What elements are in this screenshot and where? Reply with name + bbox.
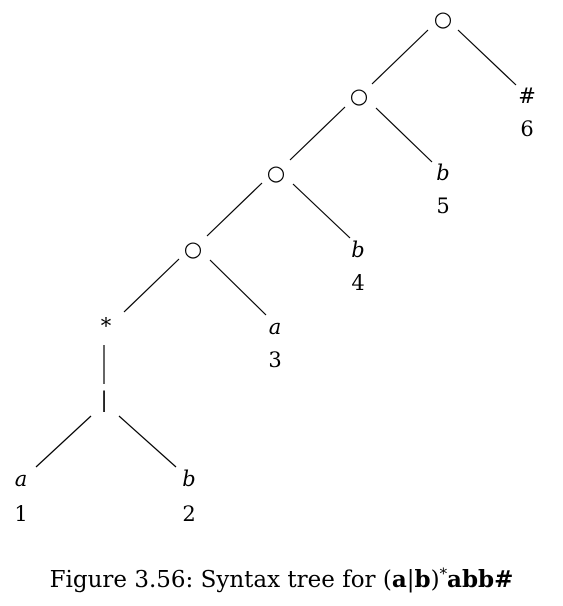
caption-prefix: Figure 3.56: Syntax tree for (49, 567, 383, 593)
caption-bar: | (406, 567, 415, 593)
leaf-symbol-1: a (15, 467, 28, 491)
cat-node-3: ○ (267, 161, 285, 185)
edge-cat4-star (123, 258, 180, 313)
leaf-symbol-4: b (351, 238, 364, 262)
edge-cat3-cat4 (206, 182, 263, 237)
edge-or-a1 (35, 415, 92, 468)
leaf-symbol-6: # (518, 84, 536, 108)
caption-close-paren: ) (430, 567, 440, 593)
caption-symbol-a: a (391, 566, 407, 593)
leaf-position-6: 6 (520, 117, 533, 141)
caption-symbol-b: b (414, 566, 431, 593)
caption-hash: # (494, 566, 514, 593)
star-node: * (101, 314, 112, 338)
cat-node-2: ○ (350, 84, 368, 108)
leaf-symbol-3: a (269, 315, 282, 339)
edge-cat2-cat3 (289, 106, 346, 161)
caption-abb: abb (447, 566, 495, 593)
leaf-position-5: 5 (436, 194, 449, 218)
leaf-position-3: 3 (268, 348, 281, 372)
edge-cat3-b4 (292, 183, 351, 239)
edge-cat1-cat2 (371, 29, 429, 85)
edge-cat2-b5 (375, 107, 433, 163)
cat-node-1: ○ (434, 7, 452, 31)
cat-node-4: ○ (184, 237, 202, 261)
leaf-position-2: 2 (182, 502, 195, 526)
edge-or-b2 (118, 415, 177, 468)
or-node: | (100, 388, 107, 413)
edge-cat4-a3 (209, 259, 267, 316)
edge-cat1-hash (457, 29, 517, 86)
leaf-symbol-2: b (182, 467, 195, 491)
figure-caption: Figure 3.56: Syntax tree for (a|b)*abb# (0, 566, 563, 593)
leaf-position-4: 4 (351, 271, 364, 295)
caption-star: * (439, 564, 448, 583)
leaf-symbol-5: b (436, 161, 449, 185)
leaf-position-1: 1 (14, 502, 27, 526)
caption-open-paren: ( (382, 567, 392, 593)
